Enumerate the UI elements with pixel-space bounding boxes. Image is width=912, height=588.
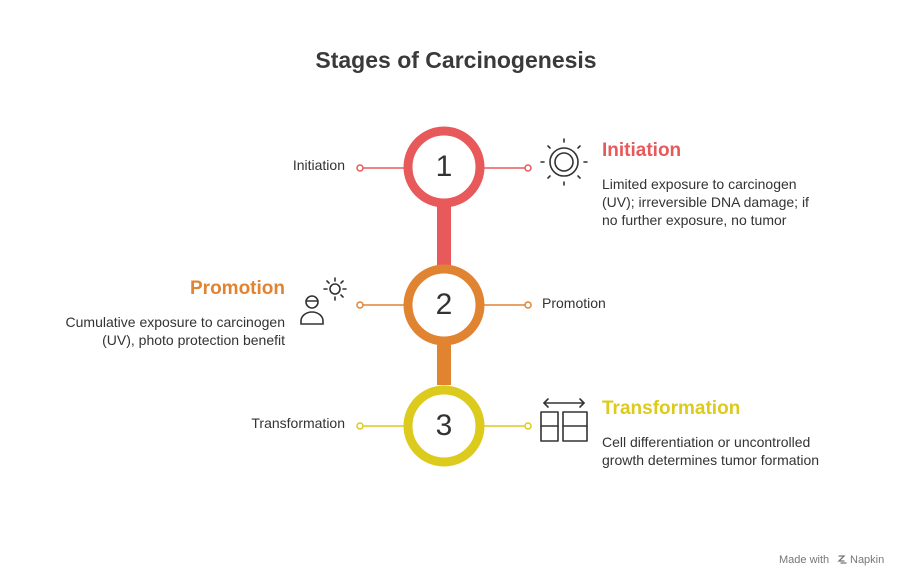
footer-brand: Napkin (850, 554, 885, 566)
stage-3-ring (403, 385, 485, 467)
stage-2-number: 2 (435, 288, 453, 321)
stage-3-right-dot (524, 422, 532, 430)
stage-3-heading: Transformation (602, 398, 741, 419)
stage-3-description: Cell differentiation or uncontrolled gro… (602, 434, 820, 468)
sun-target-icon (540, 138, 588, 186)
stage-1-number: 1 (435, 150, 453, 183)
stage-2-right-dot (524, 301, 532, 309)
stage-1-ring (403, 126, 485, 208)
footer-made-with: Made with (779, 554, 830, 566)
stage-2-side-label: Promotion (542, 295, 606, 311)
stage-2-ring (403, 264, 485, 346)
stage-1-side-label: Initiation (292, 157, 345, 173)
connector-bar-2-3 (437, 345, 451, 385)
page-title: Stages of Carcinogenesis (315, 47, 597, 73)
stage-2-left-dot (356, 301, 364, 309)
napkin-logo-icon (837, 555, 847, 564)
person-sun-icon (300, 277, 347, 325)
connector-bar-1-2 (437, 205, 451, 267)
stage-1-heading: Initiation (602, 140, 682, 161)
stage-2-heading: Promotion (190, 278, 285, 299)
stage-1-description: Limited exposure to carcinogen (UV); irr… (602, 176, 809, 228)
stage-3-left-dot (356, 422, 364, 430)
stage-1-left-dot (356, 164, 364, 172)
stage-2-description: Cumulative exposure to carcinogen (UV), … (65, 314, 285, 348)
stage-1-right-dot (524, 164, 532, 172)
stage-3-side-label: Transformation (251, 415, 345, 431)
layout-expand-icon (540, 398, 588, 442)
stage-3-number: 3 (435, 409, 453, 442)
